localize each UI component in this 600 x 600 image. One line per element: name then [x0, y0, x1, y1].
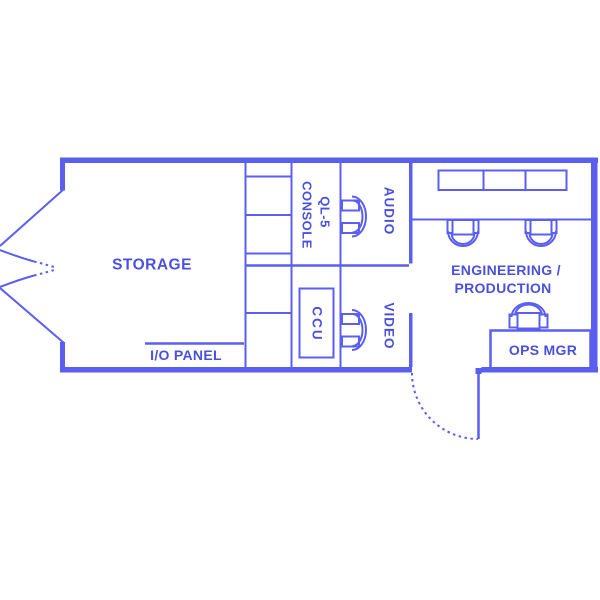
ops-mgr-chair: [508, 302, 549, 330]
chair1-back-outer: [447, 230, 479, 247]
nose-upper-curve: [0, 249, 35, 263]
video-chair-back-outer: [351, 309, 367, 351]
engineering-counter: [412, 169, 591, 221]
chair1-seat: [451, 219, 475, 236]
ops-chair-seat: [516, 312, 541, 330]
door-swing-arc: [411, 372, 479, 440]
ops-mgr-label: OPS MGR: [509, 342, 577, 358]
ccu-label: CCU: [310, 306, 325, 341]
audio-chair-back-inner: [352, 199, 364, 234]
ccu-cabinet: [298, 287, 335, 359]
interior-walls: [244, 162, 413, 367]
right-wall: [591, 157, 598, 373]
nose-upper-curve-dashed-tip: [33, 260, 57, 269]
console-label-line2: CONSOLE: [300, 181, 315, 249]
entry-door: [411, 368, 482, 440]
audio-chair: [341, 195, 367, 238]
ops-mgr-desk: [489, 329, 592, 370]
video-chair-back-inner: [352, 313, 364, 347]
monitor-row: [437, 169, 568, 191]
nose-upper-line: [0, 188, 65, 247]
nose-lower-curve-dashed-tip: [33, 268, 57, 277]
audio-room-label: AUDIO: [382, 187, 397, 236]
engineering-label-line2: PRODUCTION: [454, 280, 551, 296]
engineering-label-line1: ENGINEERING /: [451, 262, 561, 278]
ops-chair-back-outer: [510, 302, 547, 318]
chair2-back-outer: [525, 230, 557, 247]
top-wall: [60, 157, 598, 163]
bottom-wall-left: [60, 367, 412, 373]
audio-chair-back-outer: [351, 195, 367, 238]
storage-label: STORAGE: [112, 257, 192, 274]
console-label-line1: QL-5: [318, 196, 333, 228]
left-wall-top: [60, 157, 65, 191]
ops-chair-back-inner: [514, 303, 543, 316]
engineering-chair-2: [524, 219, 558, 247]
nose-lower-curve: [0, 274, 35, 288]
video-chair: [341, 309, 367, 351]
chair1-back-inner: [450, 232, 476, 245]
nose-lower-line: [0, 287, 65, 344]
io-panel-label: I/O PANEL: [150, 347, 222, 363]
chair2-back-inner: [528, 232, 554, 245]
chair2-seat: [529, 219, 553, 236]
engineering-wall-upper: [409, 162, 413, 264]
engineering-wall-lower: [409, 313, 413, 367]
trailer-nose: [0, 188, 65, 344]
video-room-label: VIDEO: [382, 302, 397, 349]
engineering-chair-1: [446, 219, 480, 247]
left-wall-bottom: [60, 342, 65, 373]
